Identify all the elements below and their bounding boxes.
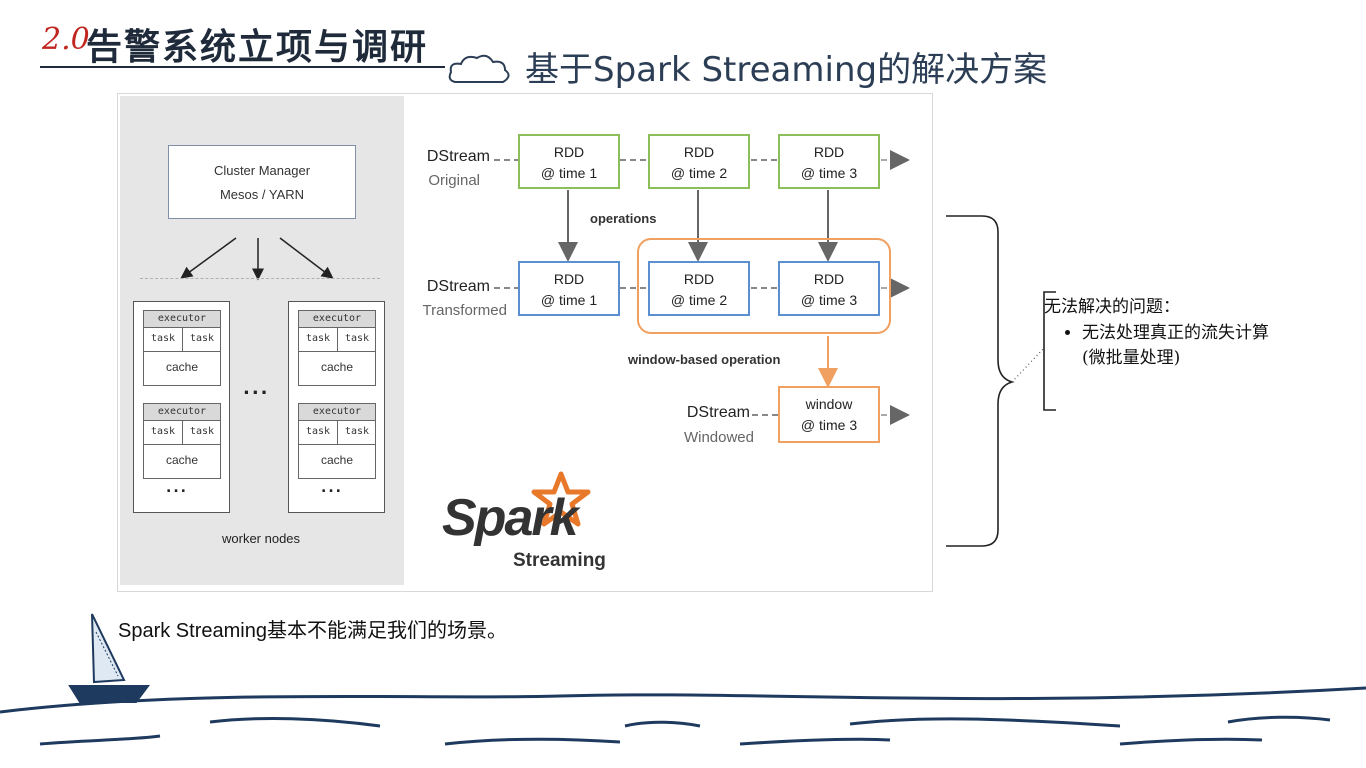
- stream-type: Transformed: [422, 302, 507, 319]
- operations-label: operations: [590, 211, 657, 226]
- window-box: window @ time 3: [778, 386, 880, 443]
- executor-label: executor: [299, 404, 375, 421]
- worker-node: executor task task cache executor task t…: [288, 301, 385, 513]
- title-underline: [40, 66, 445, 68]
- rdd-label: RDD: [553, 271, 585, 287]
- rdd-time: @ time 3: [800, 292, 858, 308]
- more-workers: ...: [243, 378, 270, 399]
- rdd-label: RDD: [813, 271, 845, 287]
- cluster-manager-sublabel: Mesos / YARN: [219, 187, 305, 202]
- stream-name: DStream: [426, 278, 490, 295]
- spark-star-icon: [531, 471, 591, 527]
- stream-name: DStream: [426, 148, 490, 165]
- rdd-box: RDD @ time 3: [778, 261, 880, 316]
- rdd-label: RDD: [683, 271, 715, 287]
- more-executors: ...: [321, 480, 343, 496]
- rdd-box: RDD @ time 1: [518, 261, 620, 316]
- rdd-time: @ time 1: [540, 165, 598, 181]
- problem-title: 无法解决的问题：: [1044, 297, 1180, 317]
- spark-logo-product: Streaming: [513, 550, 606, 571]
- stream-connectors: [494, 150, 910, 425]
- task-cell: task: [338, 420, 376, 445]
- rdd-box: RDD @ time 3: [778, 134, 880, 189]
- task-cell: task: [183, 420, 221, 445]
- cache-cell: cache: [165, 453, 199, 467]
- rdd-box: RDD @ time 1: [518, 134, 620, 189]
- cloud-icon: [448, 54, 510, 83]
- worker-node: executor task task cache executor task t…: [133, 301, 230, 513]
- rdd-label: RDD: [553, 144, 585, 160]
- rdd-time: @ time 1: [540, 292, 598, 308]
- page-title: 告警系统立项与调研: [86, 26, 429, 68]
- cache-cell: cache: [320, 360, 354, 374]
- spark-logo-text: Spark: [442, 489, 579, 547]
- executor-label: executor: [144, 404, 220, 421]
- rdd-time: @ time 2: [670, 165, 728, 181]
- conclusion-text: Spark Streaming基本不能满足我们的场景。: [118, 620, 507, 642]
- task-cell: task: [338, 327, 376, 352]
- problem-item: 无法处理真正的流失计算(微批量处理): [1082, 321, 1284, 371]
- task-cell: task: [183, 327, 221, 352]
- brace-connector: [946, 215, 1045, 547]
- window-label: window: [805, 396, 853, 412]
- executor: executor task task cache: [143, 310, 221, 386]
- cache-cell: cache: [165, 360, 199, 374]
- cluster-manager-box: Cluster Manager Mesos / YARN: [168, 145, 356, 219]
- cluster-arrows: [180, 237, 334, 281]
- problem-bracket: [1043, 291, 1056, 411]
- executor: executor task task cache: [298, 310, 376, 386]
- section-number: 2.0: [42, 22, 90, 57]
- window-group: [637, 238, 891, 334]
- executor-label: executor: [299, 311, 375, 328]
- rdd-time: @ time 2: [670, 292, 728, 308]
- rdd-box: RDD @ time 2: [648, 134, 750, 189]
- task-cell: task: [299, 420, 338, 445]
- rdd-label: RDD: [683, 144, 715, 160]
- rdd-time: @ time 3: [800, 165, 858, 181]
- executor-label: executor: [144, 311, 220, 328]
- stream-name: DStream: [686, 404, 750, 421]
- window-operation-label: window-based operation: [628, 352, 781, 367]
- task-cell: task: [299, 327, 338, 352]
- rdd-label: RDD: [813, 144, 845, 160]
- stream-type: Original: [428, 172, 480, 189]
- wave-decoration: [0, 686, 1366, 746]
- problem-list: 无法处理真正的流失计算(微批量处理): [1044, 321, 1284, 371]
- worker-nodes-label: worker nodes: [222, 531, 301, 546]
- task-cell: task: [144, 420, 183, 445]
- executor: executor task task cache: [143, 403, 221, 479]
- page-subtitle: 基于Spark Streaming的解决方案: [525, 50, 1048, 90]
- rdd-box: RDD @ time 2: [648, 261, 750, 316]
- problem-callout: 无法解决的问题： 无法处理真正的流失计算(微批量处理): [1044, 292, 1284, 371]
- cache-cell: cache: [320, 453, 354, 467]
- executor: executor task task cache: [298, 403, 376, 479]
- stream-type: Windowed: [683, 429, 754, 446]
- more-executors: ...: [166, 480, 188, 496]
- window-time: @ time 3: [800, 417, 858, 433]
- divider: [140, 278, 380, 279]
- task-cell: task: [144, 327, 183, 352]
- cluster-manager-label: Cluster Manager: [213, 163, 311, 178]
